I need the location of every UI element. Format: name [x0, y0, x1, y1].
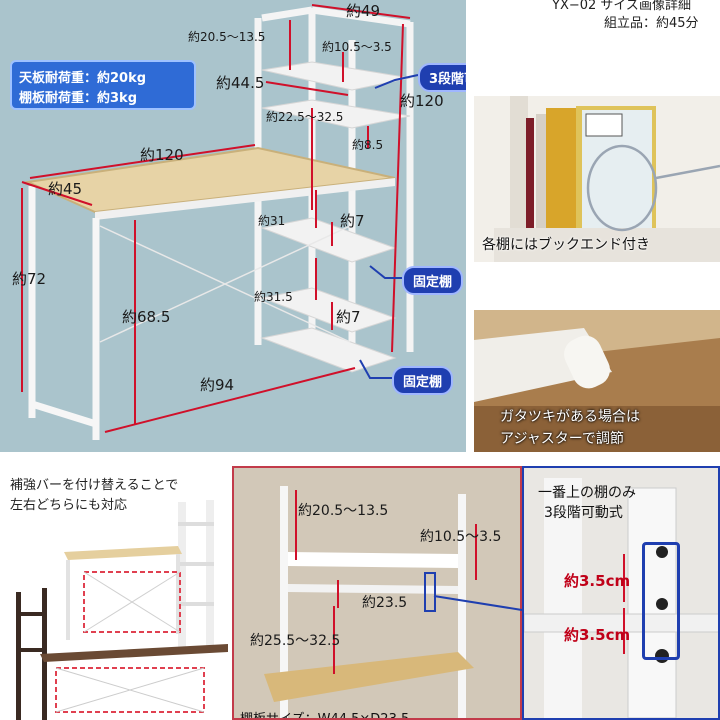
bookend-photo: 各棚にはブックエンド付き	[474, 96, 720, 262]
dim-leg-clearance: 約68.5	[122, 308, 171, 326]
dim-fixed2-height: 約31.5	[254, 290, 293, 304]
dim-top-width: 約49	[346, 2, 381, 20]
tag-connectors	[359, 74, 419, 379]
desk-diagram	[21, 4, 414, 440]
shelf-dim-upper: 約20.5〜13.5	[298, 503, 389, 519]
zoom-step-arrows	[623, 554, 625, 654]
zoom-step-1: 約3.5cm	[564, 572, 631, 590]
reversible-illustration	[16, 500, 228, 720]
header-line-1: YX−02 サイズ画像詳細	[552, 0, 692, 13]
zoom-photo: 一番上の棚のみ 3段階可動式 約3.5cm 約3.5cm	[522, 466, 720, 720]
dim-inner-width: 約94	[200, 376, 235, 394]
dim-desk-depth: 約45	[48, 180, 83, 198]
slot-highlight	[424, 572, 436, 612]
shelf-detail-photo: 約20.5〜13.5 約10.5〜3.5 約23.5 約25.5〜32.5 棚板…	[232, 466, 522, 720]
bookend-caption: 各棚にはブックエンド付き	[482, 237, 650, 253]
shelf-dim-lower: 約25.5〜32.5	[250, 633, 341, 649]
reversible-section: 補強バーを付け替えることで 左右どちらにも対応	[0, 462, 228, 720]
dim-fixed2-gap: 約7	[336, 308, 361, 326]
dim-fixed1-gap: 約7	[340, 212, 365, 230]
bookend-illustration	[474, 96, 720, 262]
dim-shelf-depth: 約8.5	[352, 138, 384, 152]
adjuster-photo: ガタツキがある場合は アジャスターで調節	[474, 310, 720, 452]
shelf-detail-illustration	[234, 468, 520, 718]
dim-shelf-width: 約44.5	[216, 74, 265, 92]
tag-adjustable-shelf: 3段階可動	[418, 63, 466, 92]
tag-fixed-shelf-a: 固定棚	[402, 266, 464, 295]
adjuster-caption-1: ガタツキがある場合は	[500, 409, 640, 425]
load-capacity-box: 天板耐荷重：約20kg 棚板耐荷重：約3kg	[10, 60, 196, 110]
zoom-step-box	[642, 542, 680, 660]
dim-middle-gap: 約22.5〜32.5	[266, 110, 344, 124]
reversible-text-2: 左右どちらにも対応	[10, 498, 128, 513]
main-diagram-panel: 天板耐荷重：約20kg 棚板耐荷重：約3kg 約49 約20.5〜13.5 約1…	[0, 0, 466, 452]
load-top-text: 天板耐荷重：約20kg	[19, 71, 147, 86]
dim-upper-gap: 約20.5〜13.5	[188, 30, 266, 44]
dim-shelf-gap-small: 約10.5〜3.5	[322, 40, 392, 54]
dim-desk-width: 約120	[140, 146, 184, 164]
load-shelf-text: 棚板耐荷重：約3kg	[19, 91, 137, 106]
shelf-dim-mid: 約23.5	[362, 595, 408, 611]
shelf-size-text: 棚板サイズ：W44.5×D23.5	[240, 712, 410, 720]
dim-desk-height: 約72	[12, 270, 47, 288]
zoom-text-2: 3段階可動式	[544, 505, 623, 521]
dim-fixed1-height: 約31	[258, 214, 286, 228]
adjuster-caption-2: アジャスターで調節	[500, 431, 624, 447]
tag-fixed-shelf-b: 固定棚	[392, 366, 454, 395]
zoom-text-1: 一番上の棚のみ	[538, 485, 636, 501]
zoom-illustration	[524, 468, 718, 718]
reversible-text-1: 補強バーを付け替えることで	[10, 478, 179, 493]
dim-total-height: 約120	[400, 92, 444, 110]
assembly-time: 組立品：約45分	[604, 16, 699, 31]
adjuster-illustration	[474, 310, 720, 452]
shelf-dim-small: 約10.5〜3.5	[420, 529, 502, 545]
zoom-step-2: 約3.5cm	[564, 626, 631, 644]
